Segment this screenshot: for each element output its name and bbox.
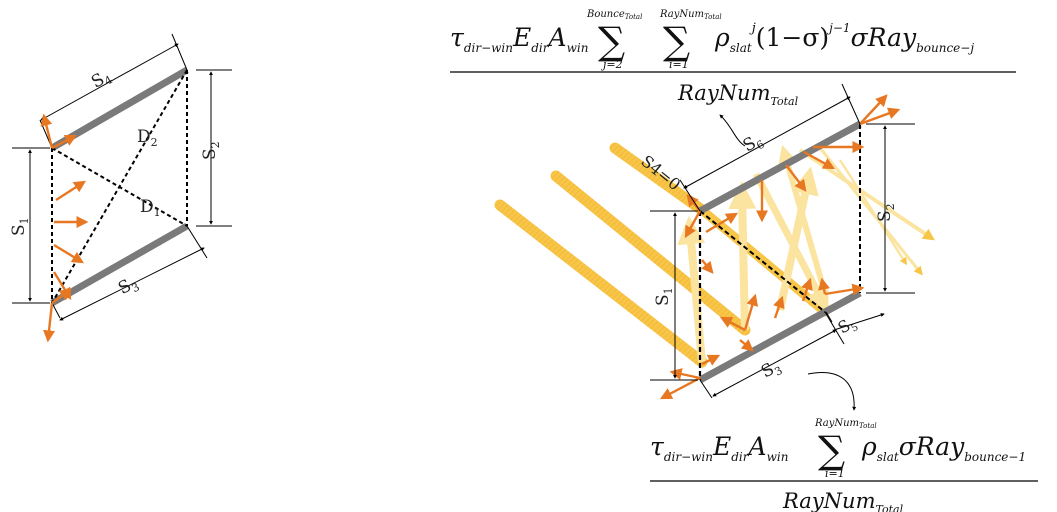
right-diagram: S6 S4=0 S2 S1 S3 S5	[494, 83, 935, 411]
svg-text:∑: ∑	[598, 19, 625, 63]
s3-leader-arrow	[807, 372, 857, 411]
left-reflection-arrows	[40, 113, 89, 343]
label-s1: S1	[653, 287, 675, 306]
sun-beam-3	[494, 199, 708, 368]
svg-text:τdir−winEdirAwin: τdir−winEdirAwin	[650, 432, 788, 464]
label-s6: S6	[740, 130, 767, 158]
svg-text:ρslatj(1−σ)j−1σRaybounce−j: ρslatj(1−σ)j−1σRaybounce−j	[714, 21, 974, 55]
svg-text:∑: ∑	[818, 428, 845, 472]
s3-dimension	[712, 329, 837, 397]
s6-leader-arrow	[719, 114, 746, 147]
label-s4: S4	[88, 66, 114, 93]
label-s2: S2	[200, 141, 222, 160]
s4-dimension	[40, 43, 179, 121]
label-d2: D2	[137, 127, 158, 149]
s6-dimension	[683, 96, 851, 189]
formula-top-denominator: RayNumTotal	[677, 81, 799, 108]
label-s3: S3	[758, 356, 785, 384]
label-s3: S3	[115, 272, 142, 300]
svg-text:∑: ∑	[663, 19, 690, 63]
s3-dimension	[59, 247, 205, 321]
label-d1: D1	[140, 197, 161, 219]
reflected-beams	[677, 144, 935, 363]
diagonal-line	[699, 210, 826, 313]
s5-dimension	[833, 313, 885, 331]
label-s2: S2	[875, 203, 897, 222]
svg-text:j=2: j=2	[600, 58, 623, 71]
left-diagram: S4 D2 D1 S2 S1 S3	[9, 33, 232, 343]
svg-text:ρslatσRaybounce−1: ρslatσRaybounce−1	[861, 432, 1026, 464]
svg-text:RayNumTotal: RayNumTotal	[814, 418, 877, 430]
svg-text:BounceTotal: BounceTotal	[586, 9, 642, 21]
formula-bottom-denominator: RayNumTotal	[782, 489, 904, 512]
svg-text:i=1: i=1	[669, 58, 689, 71]
svg-text:i=1: i=1	[825, 467, 845, 480]
svg-text:τdir−winEdirAwin: τdir−winEdirAwin	[450, 23, 588, 55]
sun-beam-2	[550, 170, 751, 336]
formula-top: τdir−winEdirAwin BounceTotal ∑ j=2 RayNu…	[450, 9, 1016, 108]
formula-bottom: τdir−winEdirAwin RayNumTotal ∑ i=1 ρslat…	[650, 418, 1038, 512]
label-s1: S1	[9, 217, 31, 236]
svg-text:RayNumTotal: RayNumTotal	[659, 9, 722, 21]
label-s5: S5	[835, 312, 861, 340]
